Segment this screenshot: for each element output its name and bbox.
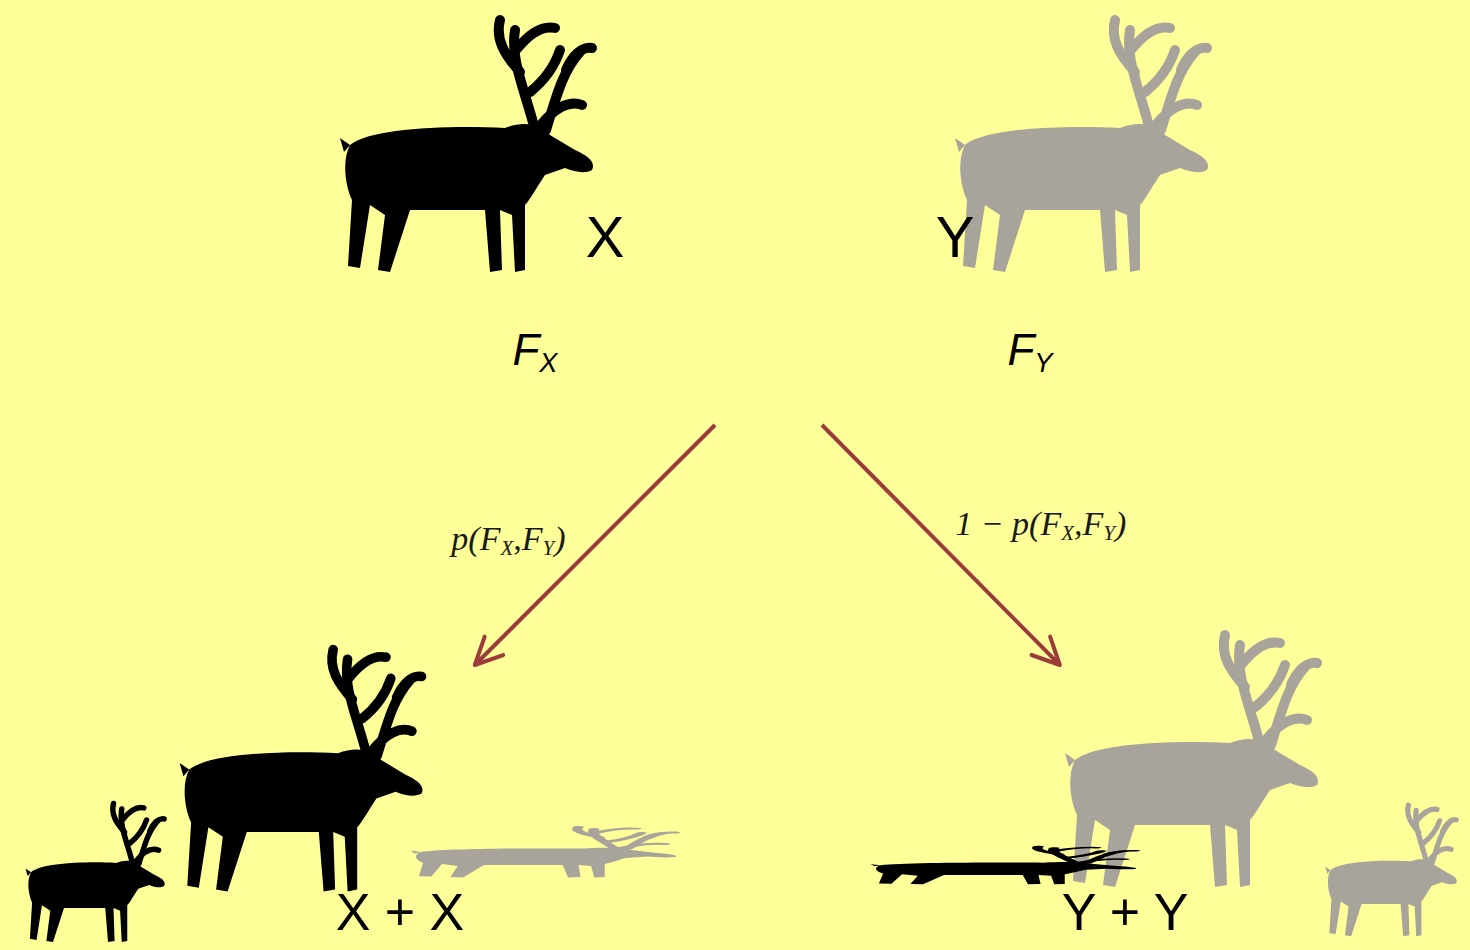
figure-group: X + X	[10, 665, 710, 945]
transition-arrow	[822, 425, 1060, 665]
outcome-label: Y + Y	[1062, 884, 1189, 941]
outcome-label: X + X	[336, 884, 465, 941]
figure-group: Y + Y	[850, 665, 1460, 945]
animal-label: X	[586, 205, 625, 269]
probability-label: p(FX,FY)	[451, 520, 565, 560]
fitness-label: FY	[1007, 326, 1052, 378]
fitness-label: FX	[512, 326, 557, 378]
animal-label: Y	[936, 205, 975, 269]
figure-group: Y FY	[740, 5, 1240, 425]
probability-label: 1 − p(FX,FY)	[955, 505, 1126, 545]
transition-arrow	[475, 425, 715, 665]
figure-group: X FX	[320, 5, 720, 425]
